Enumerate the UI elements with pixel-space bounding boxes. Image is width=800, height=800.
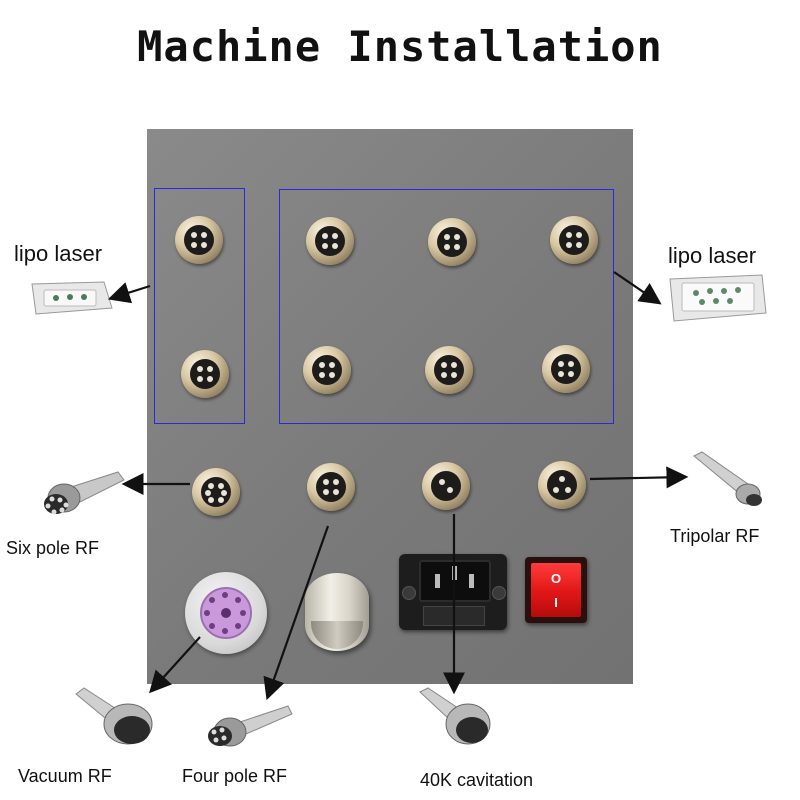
tripolar-rf-label: Tripolar RF — [670, 526, 760, 546]
lipo-laser-pad-left-icon — [31, 281, 113, 315]
tripolar-rf-handpiece-icon — [693, 451, 762, 506]
lipo-laser-right-connector-4[interactable] — [303, 346, 351, 394]
arrow-four-pole-rf — [263, 525, 330, 701]
lipo-laser-right-connector-6[interactable] — [542, 345, 590, 393]
arrow-tripolar-rf — [589, 466, 689, 489]
vacuum-rf-label: Vacuum RF — [18, 766, 112, 786]
lipo-laser-right-connector-3[interactable] — [550, 216, 598, 264]
cavitation-label: 40K cavitation — [420, 770, 534, 790]
four-pole-rf-connector[interactable] — [307, 463, 355, 511]
six-pole-rf-label: Six pole RF — [6, 538, 100, 558]
rotary-knob[interactable] — [305, 573, 369, 651]
four-pole-rf-label: Four pole RF — [182, 766, 288, 786]
six-pole-rf-handpiece-icon — [44, 471, 125, 515]
arrow-vacuum-rf — [149, 636, 201, 694]
tripolar-rf-connector[interactable] — [538, 461, 586, 509]
lipo-laser-left-label: lipo laser — [14, 241, 103, 266]
vacuum-rf-handpiece-icon — [75, 687, 153, 745]
lipo-laser-pad-right-icon — [669, 274, 767, 322]
lipo-laser-left-connector-2[interactable] — [181, 350, 229, 398]
power-switch[interactable]: O I — [525, 557, 587, 623]
cavitation-handpiece-icon — [419, 687, 491, 745]
six-pole-rf-connector[interactable] — [192, 468, 240, 516]
lipo-laser-right-label: lipo laser — [668, 243, 757, 268]
arrow-lipo-laser-left — [107, 282, 151, 304]
lipo-laser-right-connector-1[interactable] — [306, 217, 354, 265]
lipo-laser-right-connector-5[interactable] — [425, 346, 473, 394]
arrow-lipo-laser-right — [613, 271, 662, 305]
lipo-laser-left-connector-1[interactable] — [175, 216, 223, 264]
four-pole-rf-handpiece-icon — [208, 705, 293, 747]
vacuum-port[interactable] — [185, 572, 267, 654]
lipo-laser-right-group-box — [279, 189, 614, 424]
switch-off-mark: O — [550, 571, 562, 586]
page-title: Machine Installation — [137, 22, 663, 71]
lipo-laser-left-group-box — [154, 188, 245, 424]
lipo-laser-right-connector-2[interactable] — [428, 218, 476, 266]
cavitation-connector[interactable] — [422, 462, 470, 510]
switch-on-mark: I — [554, 595, 558, 610]
